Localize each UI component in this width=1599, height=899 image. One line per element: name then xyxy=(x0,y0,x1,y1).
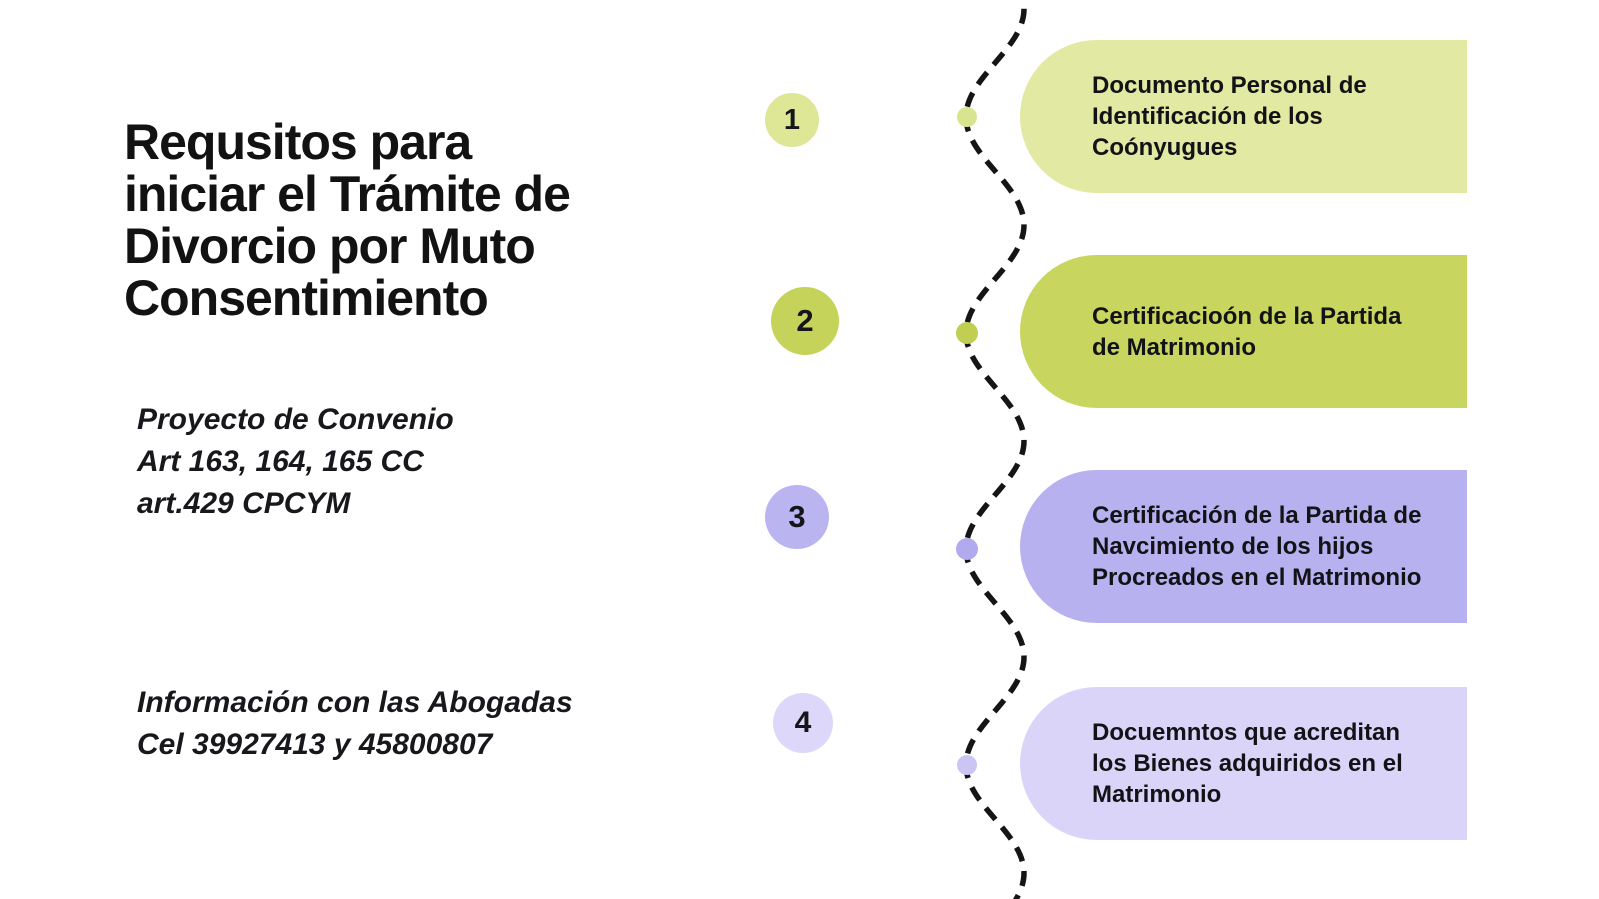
step-pill-2: Certificacioón de la Partida de Matrimon… xyxy=(1020,255,1467,408)
step-pill-4: Docuemntos que acreditan los Bienes adqu… xyxy=(1020,687,1467,840)
step-label: Certificacioón de la Partida de Matrimon… xyxy=(1092,302,1402,361)
step-circle-3: 3 xyxy=(765,485,829,549)
note-proyecto-convenio: Proyecto de Convenio Art 163, 164, 165 C… xyxy=(137,403,454,520)
page-title: Requsitos para iniciar el Trámite de Div… xyxy=(124,113,571,326)
note-contacto-abogadas: Información con las Abogadas Cel 3992741… xyxy=(137,686,573,761)
step-label: Docuemntos que acreditan los Bienes adqu… xyxy=(1092,719,1403,808)
step-number: 1 xyxy=(783,103,801,136)
timeline-dot xyxy=(957,107,977,127)
timeline-wavy-line xyxy=(963,0,1027,899)
step-label: Certificación de la Partida de Navcimien… xyxy=(1092,502,1422,591)
step-number: 4 xyxy=(794,706,812,739)
step-label: Documento Personal de Identificación de … xyxy=(1092,72,1367,161)
step-pill-1: Documento Personal de Identificación de … xyxy=(1020,40,1467,193)
step-number: 3 xyxy=(788,499,806,534)
step-circle-4: 4 xyxy=(773,693,833,753)
step-pill-3: Certificación de la Partida de Navcimien… xyxy=(1020,470,1467,623)
step-circle-1: 1 xyxy=(765,93,819,147)
timeline-dot xyxy=(956,322,978,344)
timeline-dot xyxy=(956,538,978,560)
step-number: 2 xyxy=(796,303,814,338)
timeline-dot xyxy=(957,755,977,775)
step-circle-2: 2 xyxy=(771,287,839,355)
